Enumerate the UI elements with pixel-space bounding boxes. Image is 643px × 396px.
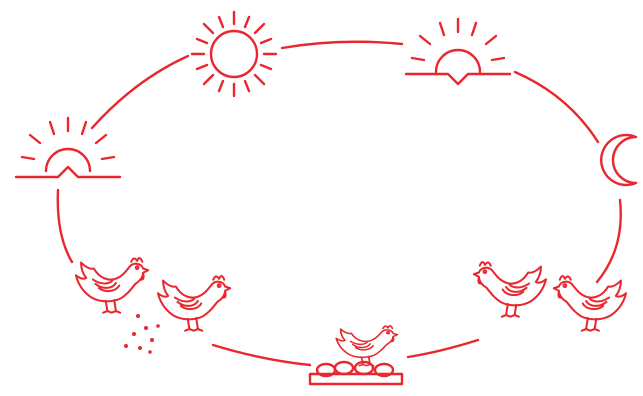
sunrise-icon <box>16 118 120 177</box>
sunset-icon <box>406 19 510 84</box>
moon-icon <box>601 135 636 185</box>
sun-icon <box>192 12 276 96</box>
two-hens-feeding-icon <box>76 258 230 331</box>
hen-on-nest-with-eggs-icon <box>310 326 402 384</box>
feed-grains <box>124 314 160 354</box>
cycle-path <box>58 42 621 365</box>
